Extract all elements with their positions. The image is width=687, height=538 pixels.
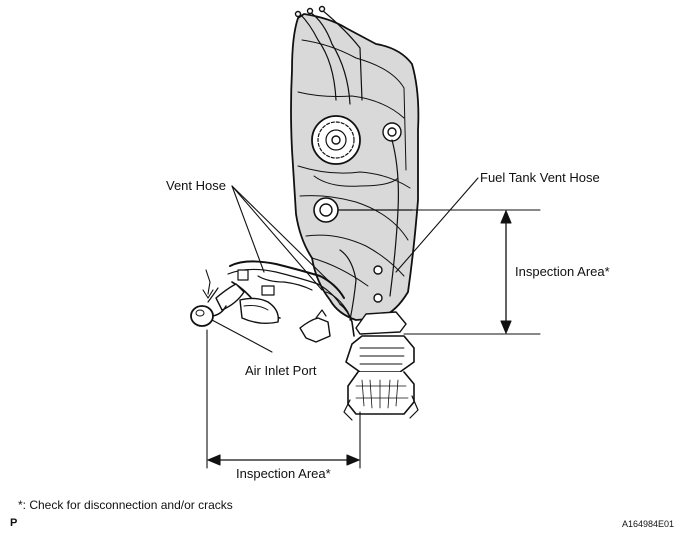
vent-fitting [313, 197, 339, 223]
inspection-area-vertical-dimension [403, 209, 541, 335]
air-inlet-port-label: Air Inlet Port [245, 363, 317, 378]
corner-mark: P [10, 516, 18, 531]
inspection-area-bottom-label: Inspection Area* [236, 466, 331, 481]
air-inlet-port [190, 269, 227, 327]
footnote: *: Check for disconnection and/or cracks [18, 498, 233, 513]
fuel-tank-body [290, 5, 420, 321]
fuel-tank-vent-hose-label: Fuel Tank Vent Hose [480, 170, 600, 185]
inspection-area-horizontal-dimension [206, 329, 361, 469]
inspection-area-right-label: Inspection Area* [515, 264, 610, 279]
fuel-pump-flange [311, 115, 361, 165]
leader-lines [211, 177, 479, 353]
figure-code: A164984E01 [622, 519, 675, 529]
vent-hose-assembly [207, 260, 355, 343]
vent-hose-label: Vent Hose [166, 178, 226, 193]
sender-gauge-port [382, 122, 402, 142]
charcoal-canister-bracket [343, 311, 419, 421]
